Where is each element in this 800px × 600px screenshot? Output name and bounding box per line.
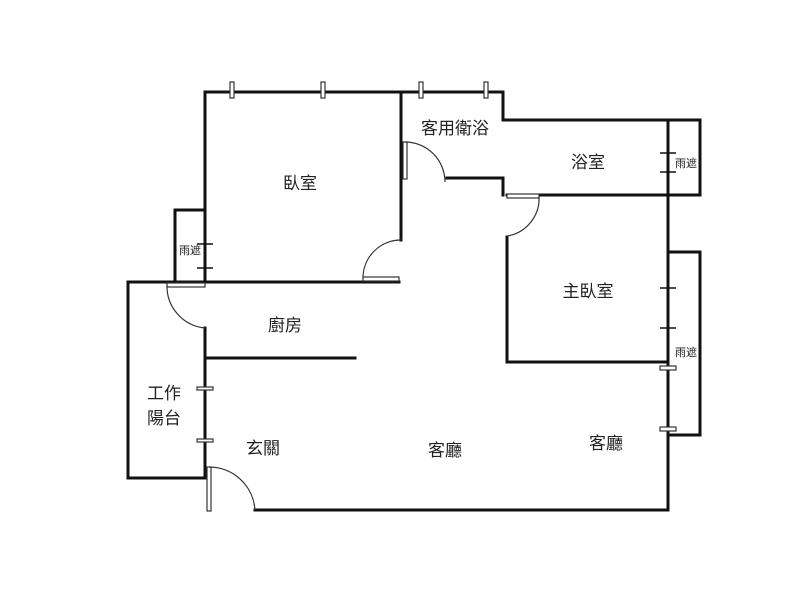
room-label-service-balcony: 工作 <box>147 384 181 404</box>
room-label-kitchen: 廚房 <box>268 315 302 336</box>
room-label-guest-bath: 客用衛浴 <box>421 119 489 139</box>
master-bedroom-door <box>506 193 540 199</box>
room-label-bedroom: 臥室 <box>283 174 317 194</box>
room-label-master-bedroom: 主臥室 <box>563 282 614 302</box>
entrance-door <box>206 466 212 512</box>
balcony-door <box>166 282 206 288</box>
guest-bath-door <box>402 141 408 180</box>
room-label-living-room: 客廳 <box>428 441 462 461</box>
room-label-living-room: 客廳 <box>589 434 623 454</box>
bedroom-door <box>362 276 400 282</box>
room-label-canopy: 雨遮 <box>179 243 201 257</box>
windows <box>196 81 677 443</box>
doors <box>166 141 540 512</box>
room-label-entrance: 玄關 <box>246 439 280 459</box>
room-label-canopy: 雨遮 <box>675 345 697 359</box>
room-label-service-balcony: 陽台 <box>147 409 181 429</box>
room-label-bathroom: 浴室 <box>571 153 605 173</box>
room-label-canopy: 雨遮 <box>675 156 697 170</box>
